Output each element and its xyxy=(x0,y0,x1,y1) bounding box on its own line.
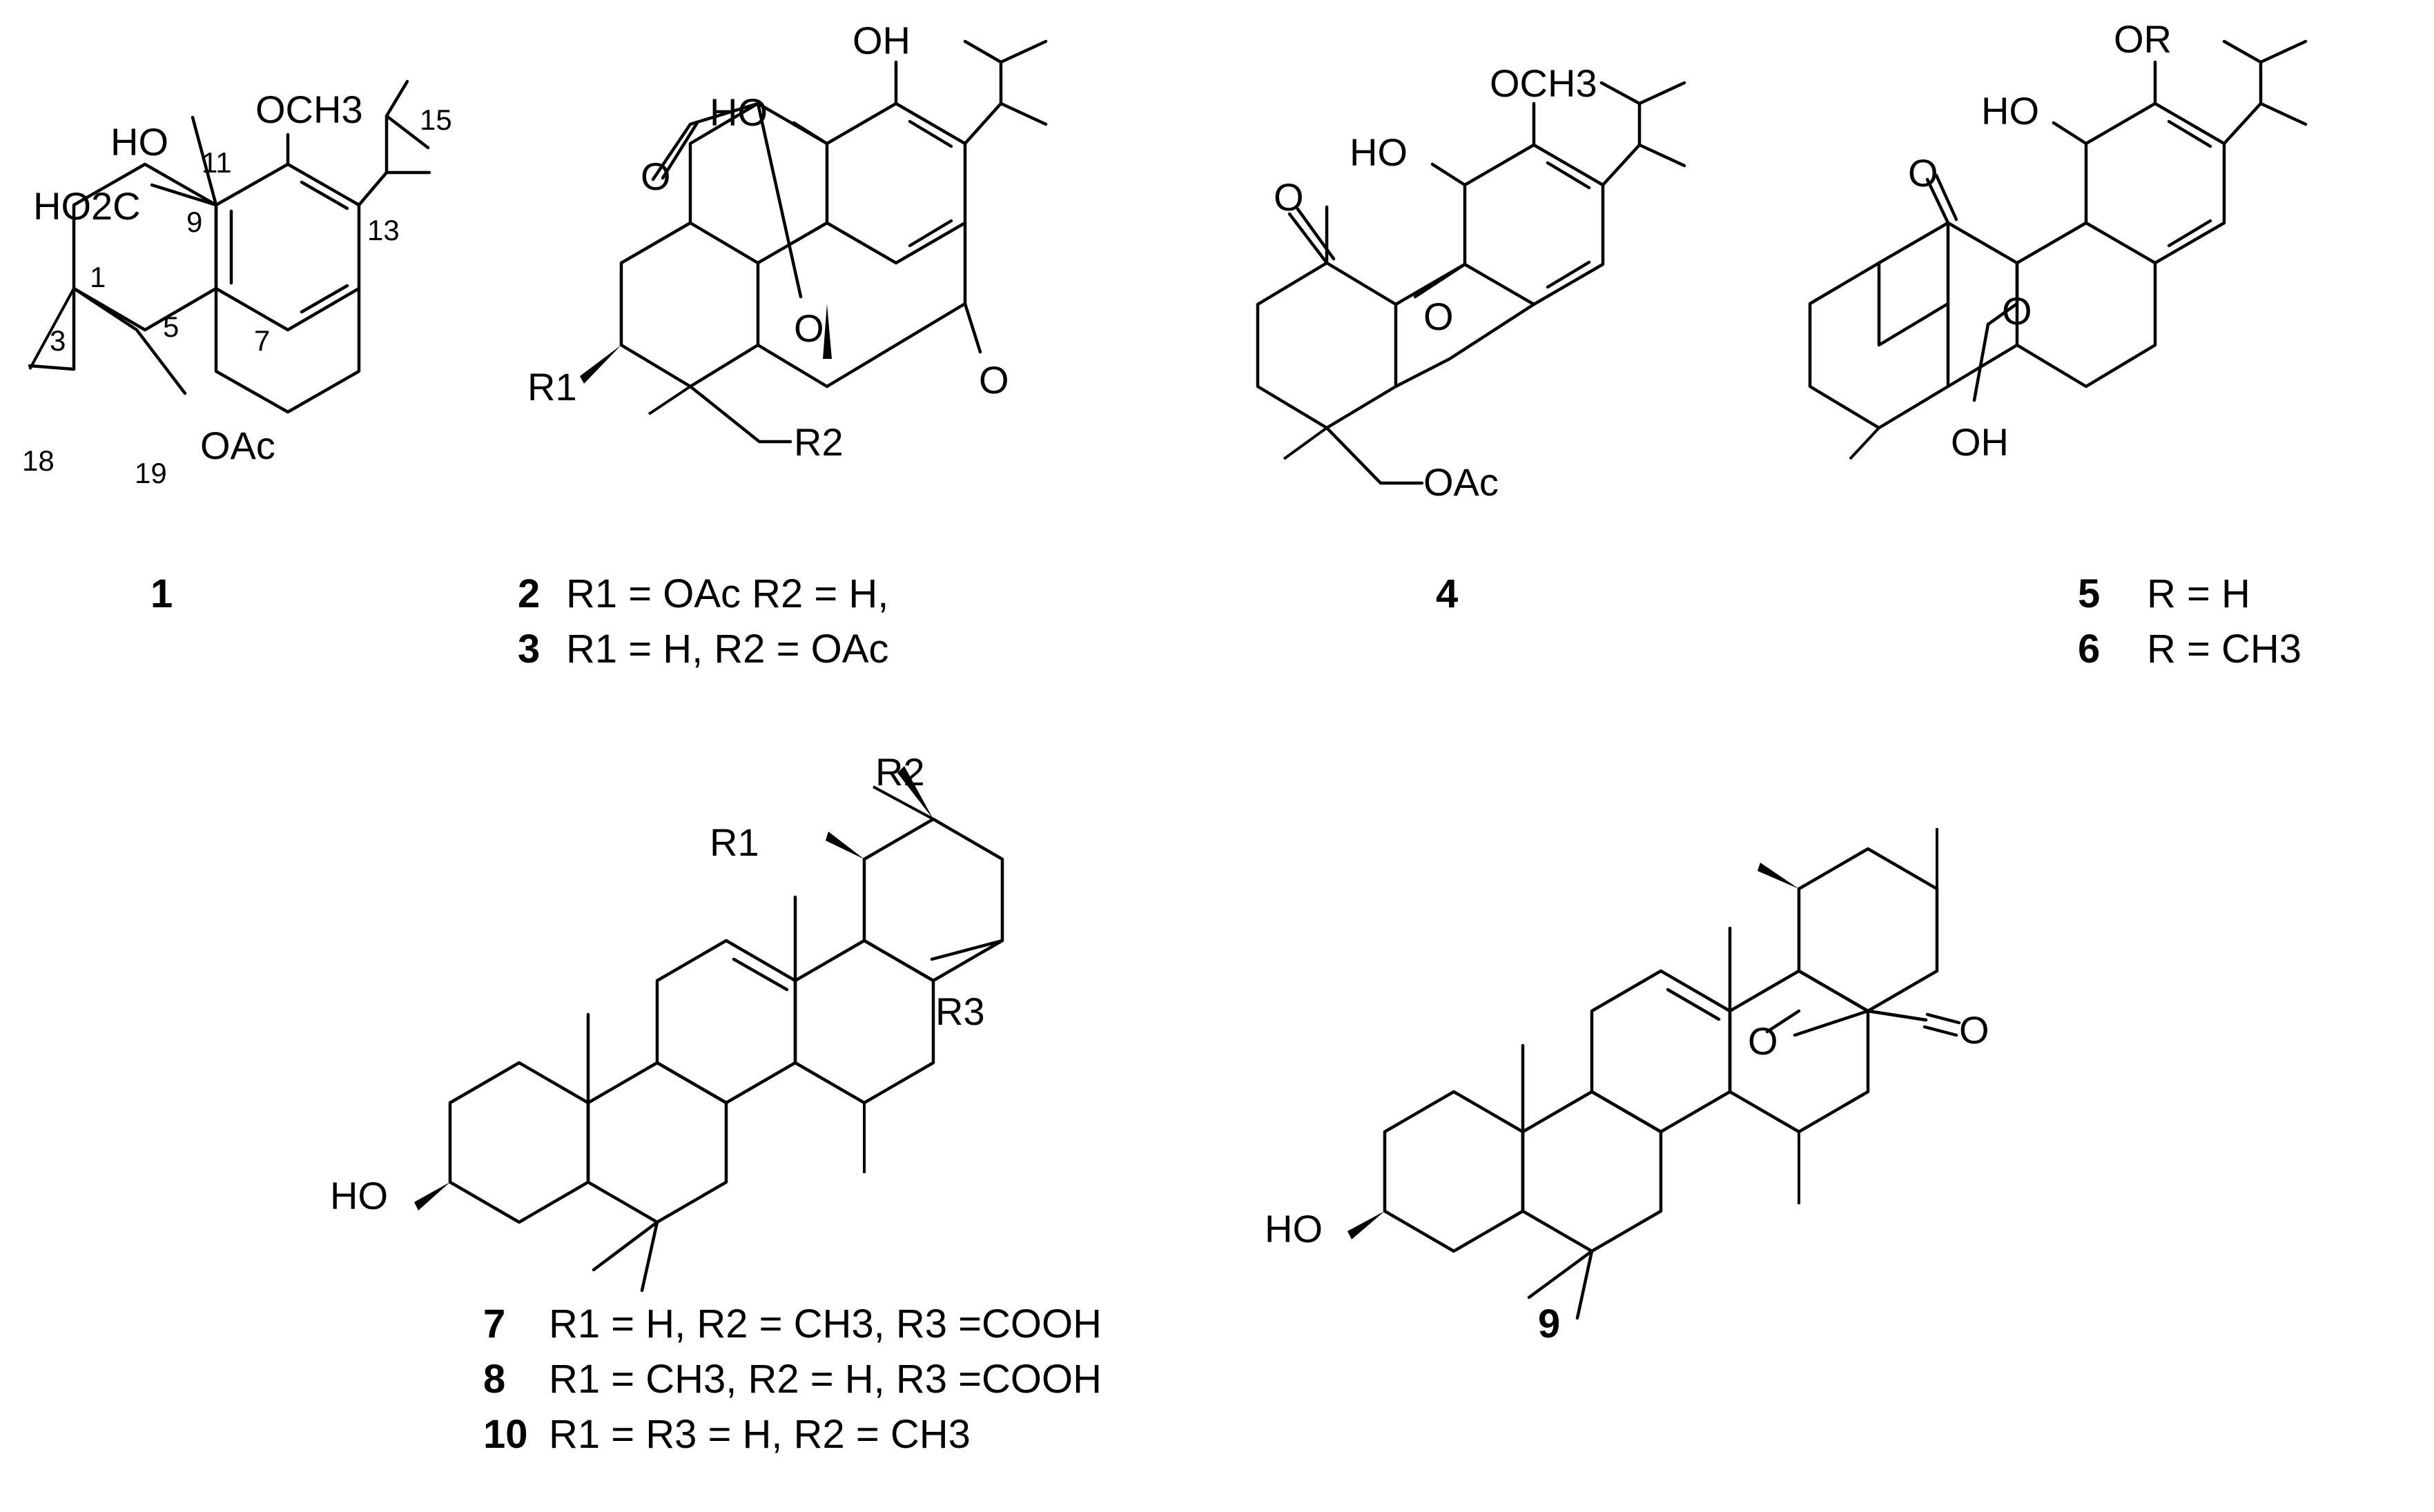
substituent-line-10: R1 = R3 = H, R2 = CH3 xyxy=(549,1412,971,1457)
locant-5: 5 xyxy=(163,311,179,343)
structure-compound-4: OCH3 HO O O OAc xyxy=(1256,61,1686,504)
locant-18: 18 xyxy=(22,444,55,477)
atom-label-ho: HO xyxy=(1981,89,2039,132)
atom-label-bridge-o: O xyxy=(794,306,824,350)
atom-label-ho: HO xyxy=(1350,130,1408,174)
atom-label-oac: OAc xyxy=(200,424,275,467)
atom-label-bridge-o: O xyxy=(2002,289,2032,333)
structure-compound-1: OCH3 HO HO2C OAc 1 3 5 7 9 11 13 15 18 1… xyxy=(22,79,452,489)
atom-label-or: OR xyxy=(2114,17,2172,61)
structure-compound-7-8-10: R1 R2 R3 HO xyxy=(330,750,1004,1293)
structure-compound-9: O O HO xyxy=(1265,828,1989,1320)
atom-label-och3: OCH3 xyxy=(1490,61,1597,105)
atom-label-lactone-ring-o: O xyxy=(1748,1019,1778,1063)
structure-compound-2-3: OH HO O O O R1 R2 xyxy=(527,19,1048,464)
locant-19: 19 xyxy=(135,457,167,489)
atom-label-ho: HO xyxy=(330,1174,388,1217)
atom-label-methoxy-o: O xyxy=(979,358,1009,402)
compound-number-2: 2 xyxy=(518,571,540,616)
locant-1: 1 xyxy=(90,261,106,293)
atom-label-r3: R3 xyxy=(935,990,985,1033)
substituent-line-3: R1 = H, R2 = OAc xyxy=(566,627,888,671)
locant-11: 11 xyxy=(202,146,232,179)
atom-label-bridge-o: O xyxy=(1423,295,1454,338)
locant-3: 3 xyxy=(50,324,66,357)
compound-number-8: 8 xyxy=(483,1357,505,1402)
atom-label-oac: OAc xyxy=(1423,460,1499,504)
atom-label-ketone-o: O xyxy=(1908,151,1938,195)
atom-label-r1: R1 xyxy=(527,365,577,409)
compound-number-5: 5 xyxy=(2078,571,2100,616)
atom-label-ho: HO xyxy=(110,120,168,164)
compound-number-4: 4 xyxy=(1436,571,1458,616)
atom-label-och3: OCH3 xyxy=(255,88,363,131)
compound-number-9: 9 xyxy=(1538,1302,1560,1346)
compound-labels: 1 2 R1 = OAc R2 = H, 3 R1 = H, R2 = OAc … xyxy=(150,571,2301,1457)
atom-label-lactone-carbonyl-o: O xyxy=(1959,1008,1989,1052)
atom-label-ho: HO xyxy=(1265,1207,1323,1250)
locant-13: 13 xyxy=(367,214,400,246)
atom-label-ketone-o: O xyxy=(1274,175,1304,219)
compound-number-3: 3 xyxy=(518,627,540,671)
compound-number-7: 7 xyxy=(483,1302,505,1346)
locant-7: 7 xyxy=(254,324,270,357)
substituent-line-5: R = H xyxy=(2147,571,2250,616)
atom-label-r2: R2 xyxy=(875,750,925,794)
substituent-line-6: R = CH3 xyxy=(2147,627,2301,671)
locant-15: 15 xyxy=(420,104,452,136)
atom-label-r2: R2 xyxy=(794,420,844,464)
substituent-line-8: R1 = CH3, R2 = H, R3 =COOH xyxy=(549,1357,1102,1402)
substituent-line-7: R1 = H, R2 = CH3, R3 =COOH xyxy=(549,1302,1102,1346)
atom-label-ho2c: HO2C xyxy=(33,184,141,228)
structure-compound-5-6: OR HO O O OH xyxy=(1808,17,2308,464)
atom-label-ketone-o: O xyxy=(641,155,671,198)
atom-label-r1: R1 xyxy=(710,821,759,864)
compound-number-1: 1 xyxy=(150,571,173,616)
atom-label-oh: OH xyxy=(1951,420,2009,464)
atom-label-ho: HO xyxy=(710,90,768,134)
locant-9: 9 xyxy=(186,206,202,238)
compound-number-10: 10 xyxy=(483,1412,528,1457)
compound-number-6: 6 xyxy=(2078,627,2100,671)
substituent-line-2: R1 = OAc R2 = H, xyxy=(566,571,888,616)
atom-label-oh: OH xyxy=(853,19,911,62)
